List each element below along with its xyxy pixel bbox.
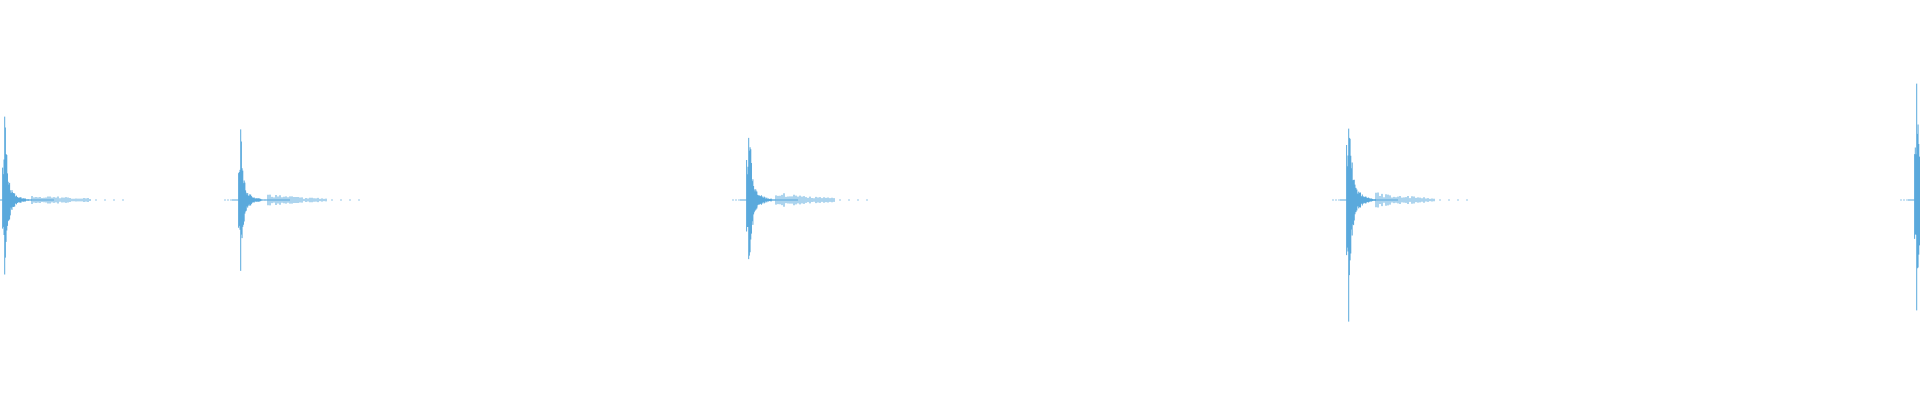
waveform-transient xyxy=(1900,83,1920,311)
waveform-event xyxy=(1332,128,1468,322)
waveform-transient xyxy=(1332,128,1468,322)
waveform-event xyxy=(1900,83,1920,311)
waveform-transient xyxy=(732,137,868,260)
waveform-transient xyxy=(2,116,124,275)
waveform-event xyxy=(224,129,360,271)
waveform-event xyxy=(732,137,868,260)
waveform-event xyxy=(0,116,124,275)
waveform-events xyxy=(0,83,1920,322)
